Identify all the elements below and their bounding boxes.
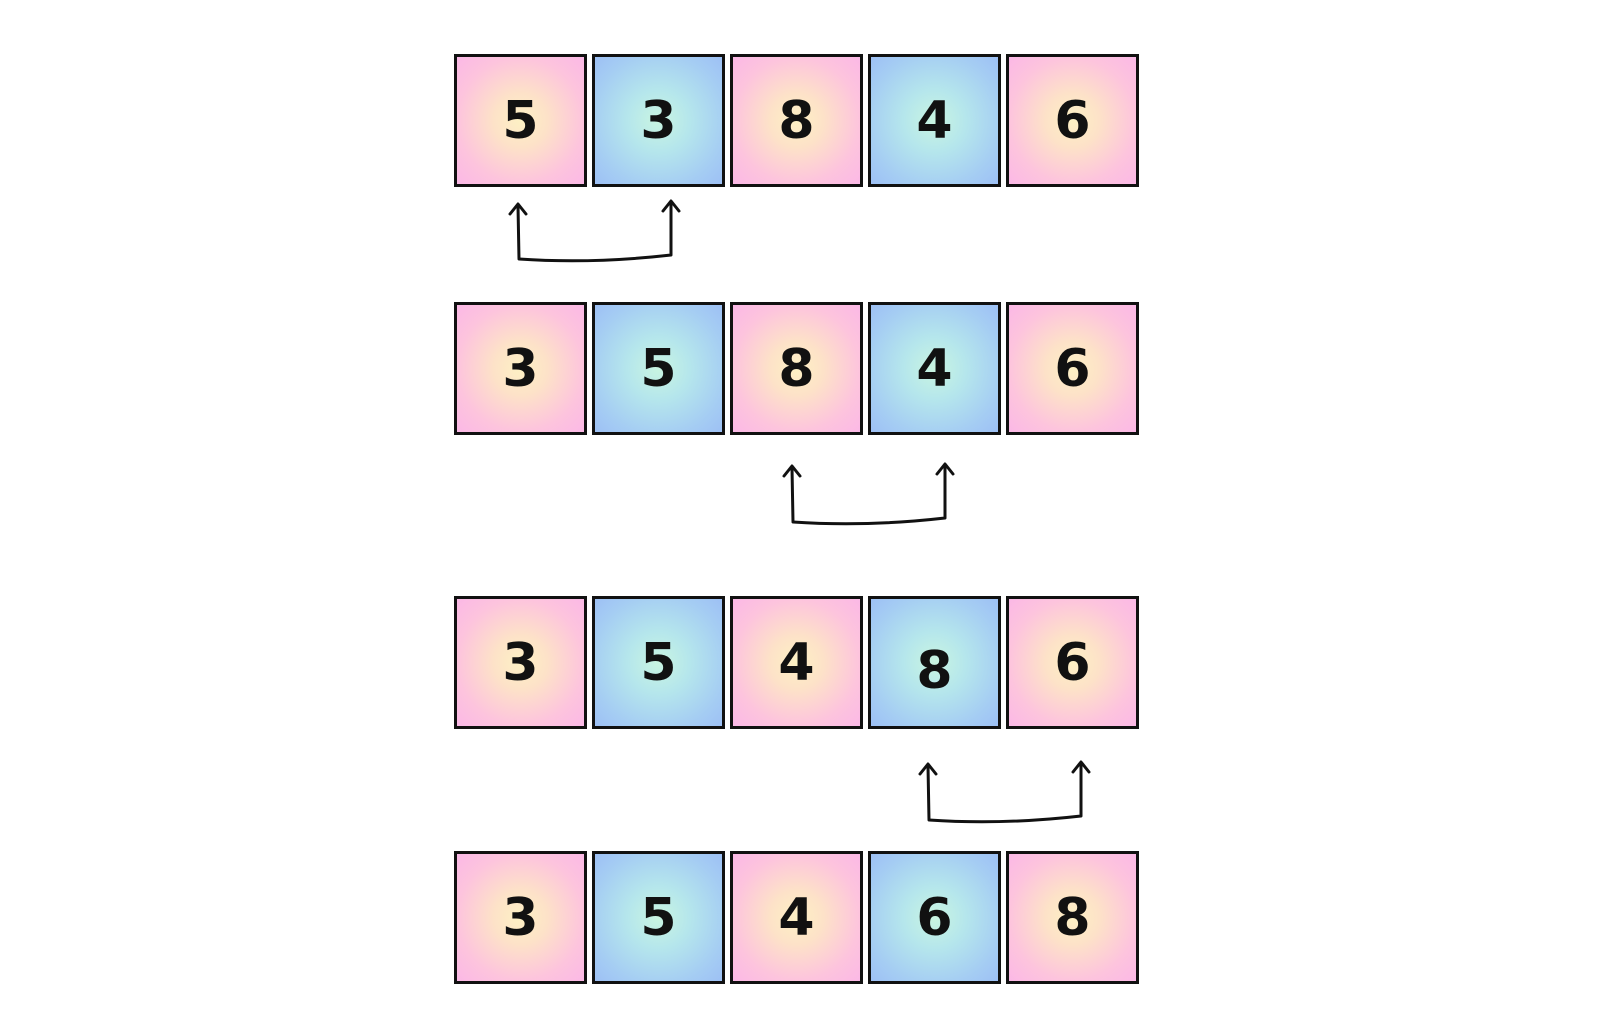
swap-arrow [918,760,1091,824]
array-cell: 6 [1006,596,1139,729]
cell-value: 3 [502,632,539,693]
cell-value: 3 [502,338,539,399]
cell-value: 6 [1054,90,1091,151]
array-cell: 3 [592,54,725,187]
cell-value: 5 [502,90,539,151]
array-cell: 3 [454,851,587,984]
cell-value: 6 [916,887,953,948]
array-cell: 8 [730,54,863,187]
swap-arrow [508,199,681,263]
cell-value: 5 [640,632,677,693]
cell-value: 8 [916,640,953,701]
cell-value: 4 [778,887,815,948]
array-cell: 6 [1006,54,1139,187]
cell-value: 5 [640,887,677,948]
array-row-step-4: 3 5 4 6 8 [454,851,1144,987]
array-cell: 3 [454,302,587,435]
cell-value: 6 [1054,632,1091,693]
array-cell: 4 [868,302,1001,435]
cell-value: 6 [1054,338,1091,399]
array-row-step-3: 3 5 4 8 6 [454,596,1144,732]
cell-value: 4 [778,632,815,693]
array-cell: 8 [730,302,863,435]
array-row-step-2: 3 5 8 4 6 [454,302,1144,438]
array-cell: 6 [1006,302,1139,435]
cell-value: 5 [640,338,677,399]
cell-value: 8 [1054,887,1091,948]
array-cell: 5 [592,596,725,729]
array-cell: 5 [454,54,587,187]
cell-value: 8 [778,338,815,399]
array-cell: 4 [730,596,863,729]
cell-value: 4 [916,90,953,151]
array-cell: 5 [592,302,725,435]
cell-value: 4 [916,338,953,399]
array-cell: 4 [868,54,1001,187]
cell-value: 3 [502,887,539,948]
array-cell: 5 [592,851,725,984]
cell-value: 3 [640,90,677,151]
array-cell: 4 [730,851,863,984]
array-cell: 8 [868,596,1001,729]
cell-value: 8 [778,90,815,151]
swap-arrow [782,462,955,526]
array-cell: 3 [454,596,587,729]
array-row-step-1: 5 3 8 4 6 [454,54,1144,190]
array-cell: 6 [868,851,1001,984]
array-cell: 8 [1006,851,1139,984]
